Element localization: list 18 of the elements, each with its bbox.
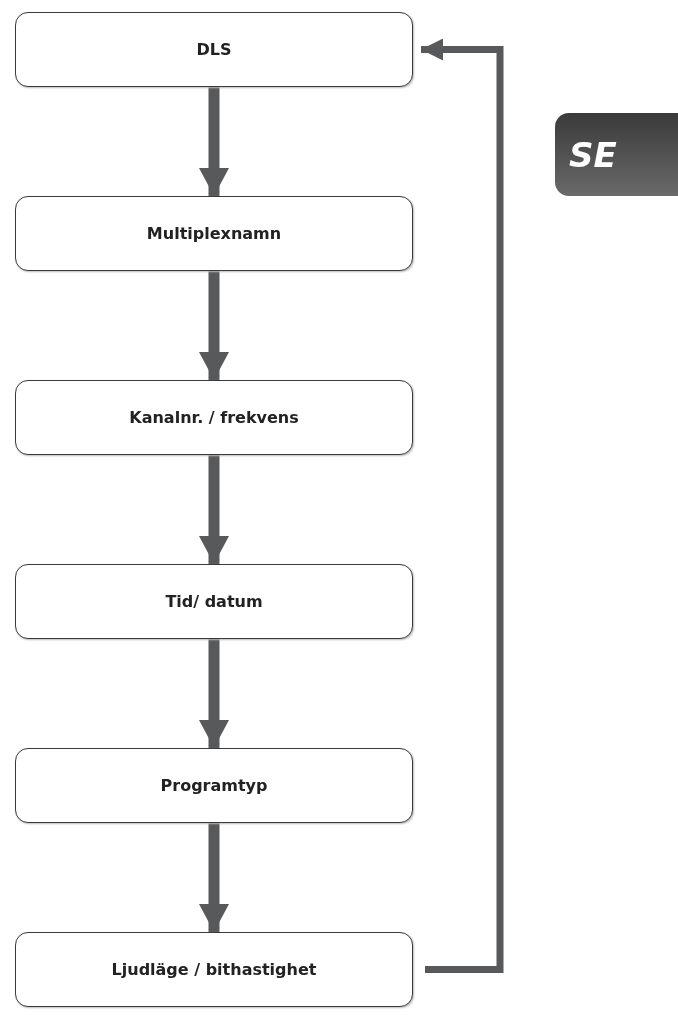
step-label: Kanalnr. / frekvens	[129, 408, 299, 427]
process-box	[15, 380, 413, 455]
step-label: Ljudläge / bithastighet	[111, 960, 317, 979]
arrow	[199, 455, 229, 564]
step-label: Programtyp	[160, 776, 268, 795]
step-label: Multiplexnamn	[146, 224, 282, 243]
process-box	[15, 932, 413, 1007]
arrow	[199, 87, 229, 196]
step-label: Tid/ datum	[165, 592, 263, 611]
process-box	[15, 196, 413, 271]
step-label: DLS	[196, 40, 232, 59]
arrow	[199, 639, 229, 748]
process-box	[15, 564, 413, 639]
process-box	[15, 12, 413, 87]
arrow	[199, 271, 229, 380]
language-tab: SE	[555, 113, 678, 196]
arrow	[199, 823, 229, 932]
process-box	[15, 748, 413, 823]
